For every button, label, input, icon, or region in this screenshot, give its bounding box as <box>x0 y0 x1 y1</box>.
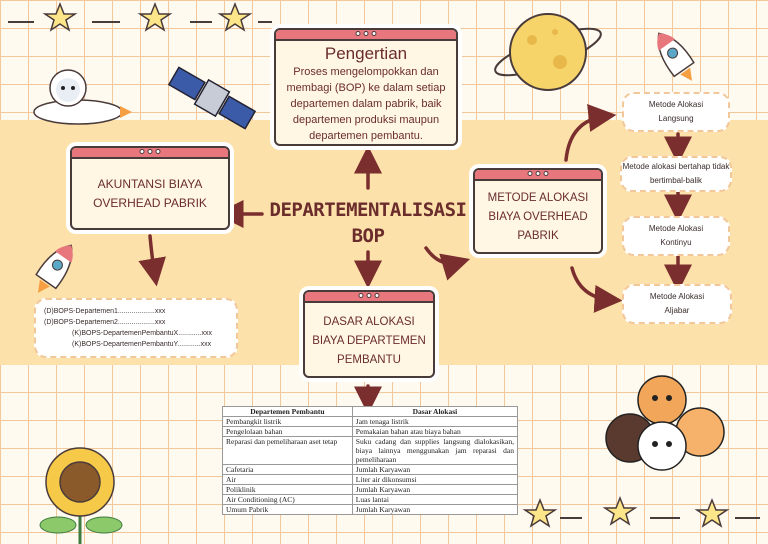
table-cell-dasar: Jam tenaga listrik <box>351 416 519 427</box>
table-row: Air Conditioning (AC)Luas lantai <box>222 494 519 505</box>
allocation-table-container: Departemen Pembantu Dasar Alokasi Pemban… <box>222 406 519 515</box>
table-cell-departemen: Pengelolaan bahan <box>222 426 353 437</box>
pengertian-card: Pengertian Proses mengelompokkan dan mem… <box>274 28 458 146</box>
method-label: Metode Alokasi Aljabar <box>649 292 705 315</box>
metode-text: METODE ALOKASI BIAYA OVERHEAD PABRIK <box>487 192 589 242</box>
table-cell-dasar: Jumlah Karyawan <box>351 504 519 515</box>
cat-rocket-icon <box>33 69 132 125</box>
pengertian-title: Pengertian <box>324 44 408 63</box>
rocket-icon <box>657 32 695 81</box>
journal-line: (K)BOPS-DepartemenPembantuX............x… <box>72 330 213 337</box>
table-cell-dasar: Liter air dikonsumsi <box>351 474 519 485</box>
journal-box: (D)BOPS-Departemen1...................xx… <box>34 298 238 358</box>
center-title-line2: BOP <box>351 225 385 247</box>
table-cell-dasar: Pemakaian bahan atau biaya bahan <box>351 426 519 437</box>
journal-line: (D)BOPS-Departemen2...................xx… <box>44 319 166 326</box>
table-cell-departemen: Air <box>222 474 353 485</box>
journal-line: (K)BOPS-DepartemenPembantuY............x… <box>72 341 212 348</box>
method-label: Metode alokasi bertahap tidak bertimbal-… <box>622 162 730 185</box>
satellite-icon <box>167 66 257 130</box>
table-cell-dasar: Jumlah Karyawan <box>351 464 519 475</box>
center-title-line1: DEPARTEMENTALISASI <box>269 199 467 221</box>
akuntansi-text: AKUNTANSI BIAYA OVERHEAD PABRIK <box>93 177 207 210</box>
dasar-card: DASAR ALOKASI BIAYA DEPARTEMEN PEMBANTU <box>303 290 435 378</box>
table-cell-departemen: Cafetaria <box>222 464 353 475</box>
planet-icon <box>494 13 602 91</box>
table-header: Dasar Alokasi <box>351 406 519 417</box>
table-cell-departemen: Umum Pabrik <box>222 504 353 515</box>
metode-card: METODE ALOKASI BIAYA OVERHEAD PABRIK <box>473 168 603 254</box>
dasar-text: DASAR ALOKASI BIAYA DEPARTEMEN PEMBANTU <box>312 316 426 366</box>
table-cell-departemen: Air Conditioning (AC) <box>222 494 353 505</box>
table-cell-dasar: Luas lantai <box>351 494 519 505</box>
table-header: Departemen Pembantu <box>222 406 353 417</box>
akuntansi-card: AKUNTANSI BIAYA OVERHEAD PABRIK <box>70 146 230 230</box>
center-title: DEPARTEMENTALISASI BOP <box>268 197 468 249</box>
allocation-table: Departemen Pembantu Dasar Alokasi Pemban… <box>222 406 519 515</box>
table-cell-dasar: Jumlah Karyawan <box>351 484 519 495</box>
method-aljabar: Metode Alokasi Aljabar <box>622 284 732 324</box>
table-cell-departemen: Pembangkit listrik <box>222 416 353 427</box>
rocket-icon <box>35 244 73 293</box>
method-label: Metode Alokasi Kontinyu <box>648 224 704 247</box>
method-kontinyu: Metode Alokasi Kontinyu <box>622 216 730 256</box>
method-bertahap: Metode alokasi bertahap tidak bertimbal-… <box>620 156 732 192</box>
sunflower-icon <box>39 447 123 544</box>
table-cell-departemen: Reparasi dan pemeliharaan aset tetap <box>222 436 353 465</box>
method-langsung: Metode Alokasi Langsung <box>622 92 730 132</box>
table-cell-departemen: Poliklinik <box>222 484 353 495</box>
star-icon <box>42 1 730 528</box>
method-label: Metode Alokasi Langsung <box>648 100 704 123</box>
cats-icon <box>605 375 725 471</box>
table-cell-dasar: Suku cadang dan supplies langsung dialok… <box>351 436 519 465</box>
journal-line: (D)BOPS-Departemen1...................xx… <box>44 308 166 315</box>
pengertian-text: Proses mengelompokkan dan membagi (BOP) … <box>286 66 446 142</box>
